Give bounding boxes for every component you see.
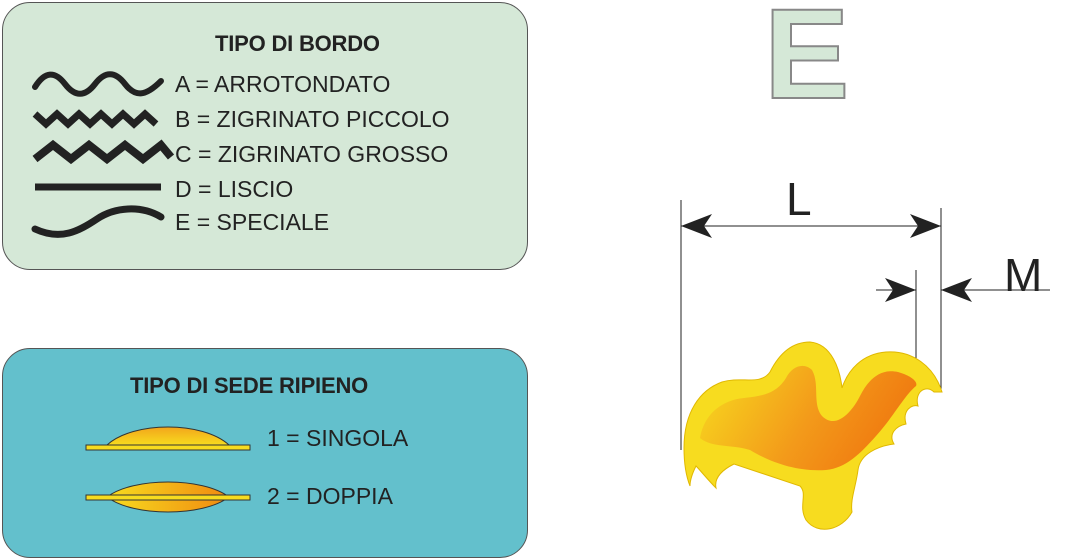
border-type-panel: TIPO DI BORDO A = ARROTONDATO B = ZIGRIN… (2, 2, 528, 270)
single-filling-icon (85, 426, 251, 451)
dimension-l-label: L (786, 173, 812, 225)
legend-item-b: B = ZIGRINATO PICCOLO (31, 102, 511, 136)
filling-label-double: 2 = DOPPIA (267, 483, 393, 509)
filling-seat-panel: TIPO DI SEDE RIPIENO 1 = SINGOLA (2, 348, 528, 558)
border-type-title: TIPO DI BORDO (215, 31, 380, 56)
legend-label-d: D = LISCIO (175, 176, 294, 202)
legend-label-c: C = ZIGRINATO GROSSO (175, 141, 449, 167)
seal-core-shape (700, 365, 917, 471)
straight-line-icon (35, 183, 161, 191)
legend-item-c: C = ZIGRINATO GROSSO (31, 137, 511, 171)
legend-item-e: E = SPECIALE (31, 205, 511, 239)
filling-item-single: 1 = SINGOLA (83, 417, 503, 461)
selected-type-letter: E (763, 0, 850, 104)
dimension-arrows (681, 214, 972, 302)
small-zigzag-icon (32, 109, 159, 129)
special-curve-icon (31, 205, 165, 238)
dimension-m-label: M (1004, 249, 1043, 301)
profile-diagram (680, 200, 1050, 530)
double-filling-icon (85, 481, 251, 513)
legend-item-d: D = LISCIO (31, 172, 511, 206)
large-zigzag-icon (32, 139, 175, 165)
legend-item-a: A = ARROTONDATO (31, 67, 511, 101)
rounded-wave-icon (32, 71, 164, 97)
selected-type-text: E (764, 0, 849, 104)
legend-label-a: A = ARROTONDATO (175, 71, 391, 97)
legend-label-b: B = ZIGRINATO PICCOLO (175, 106, 450, 132)
legend-label-e: E = SPECIALE (175, 209, 330, 235)
filling-seat-title: TIPO DI SEDE RIPIENO (130, 373, 369, 398)
filling-item-double: 2 = DOPPIA (83, 475, 503, 519)
filling-label-single: 1 = SINGOLA (267, 425, 409, 451)
